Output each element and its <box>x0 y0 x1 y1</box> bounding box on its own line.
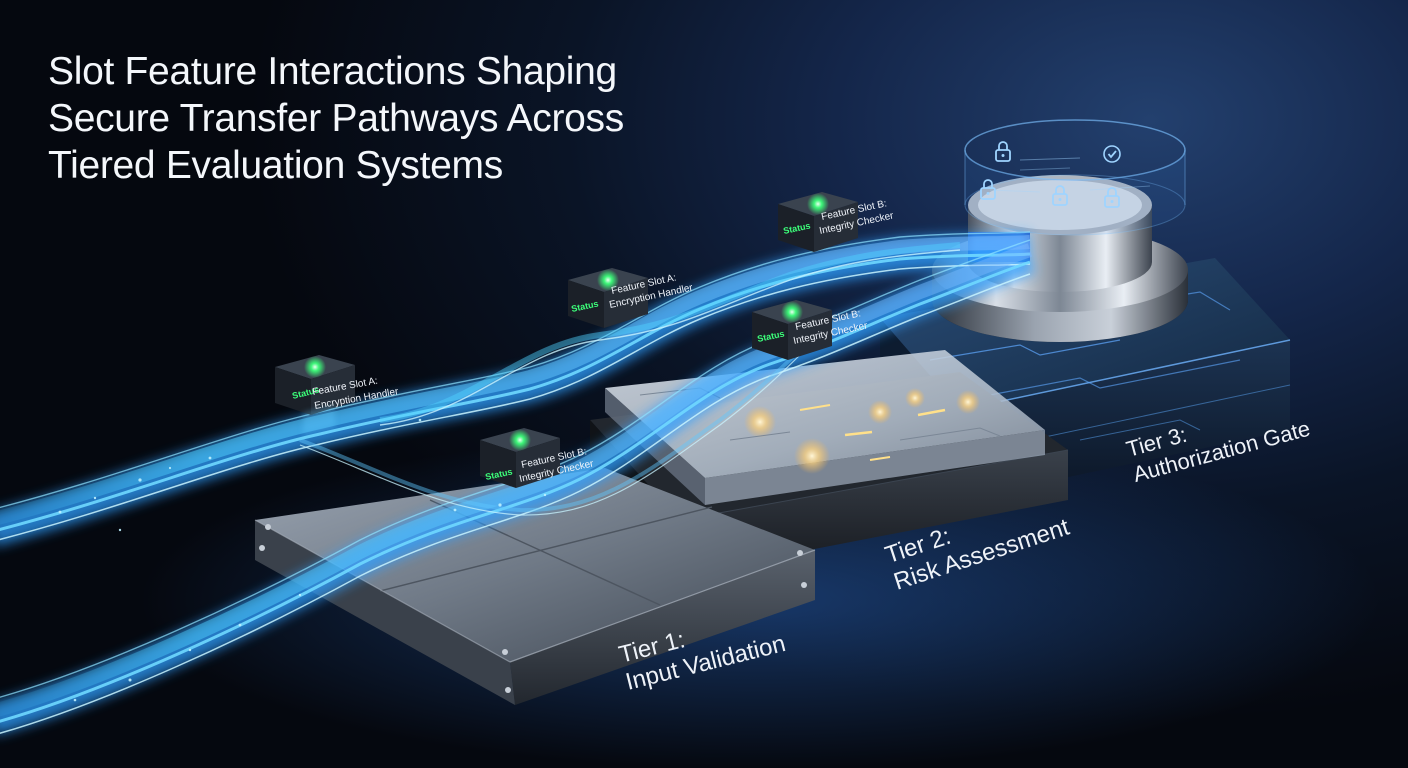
status-led-icon <box>509 429 531 451</box>
checkmark-icon <box>1103 145 1121 163</box>
status-led-icon <box>781 301 803 323</box>
title-line-3: Tiered Evaluation Systems <box>48 144 503 187</box>
status-led-icon <box>807 193 829 215</box>
feature-slot-module: Status Feature Slot B: Integrity Checker <box>752 300 869 360</box>
feature-slot-module: Status Feature Slot A: Encryption Handle… <box>275 355 400 435</box>
feature-slot-module: Status Feature Slot B: Integrity Checker <box>778 192 895 252</box>
lock-icon <box>995 141 1011 162</box>
title-line-1: Slot Feature Interactions Shaping <box>48 50 617 93</box>
status-led-icon <box>304 356 326 378</box>
feature-slot-module: Status Feature Slot A: Encryption Handle… <box>568 268 694 328</box>
title-line-2: Secure Transfer Pathways Across <box>48 97 624 140</box>
tier-1-front-face <box>510 550 815 705</box>
data-streams <box>0 231 1036 734</box>
authorization-vault <box>932 119 1188 342</box>
hologram-ring <box>964 119 1186 236</box>
status-led-icon <box>597 269 619 291</box>
circuit-lights <box>639 387 1001 474</box>
page-title: Slot Feature Interactions Shaping Secure… <box>48 48 728 189</box>
